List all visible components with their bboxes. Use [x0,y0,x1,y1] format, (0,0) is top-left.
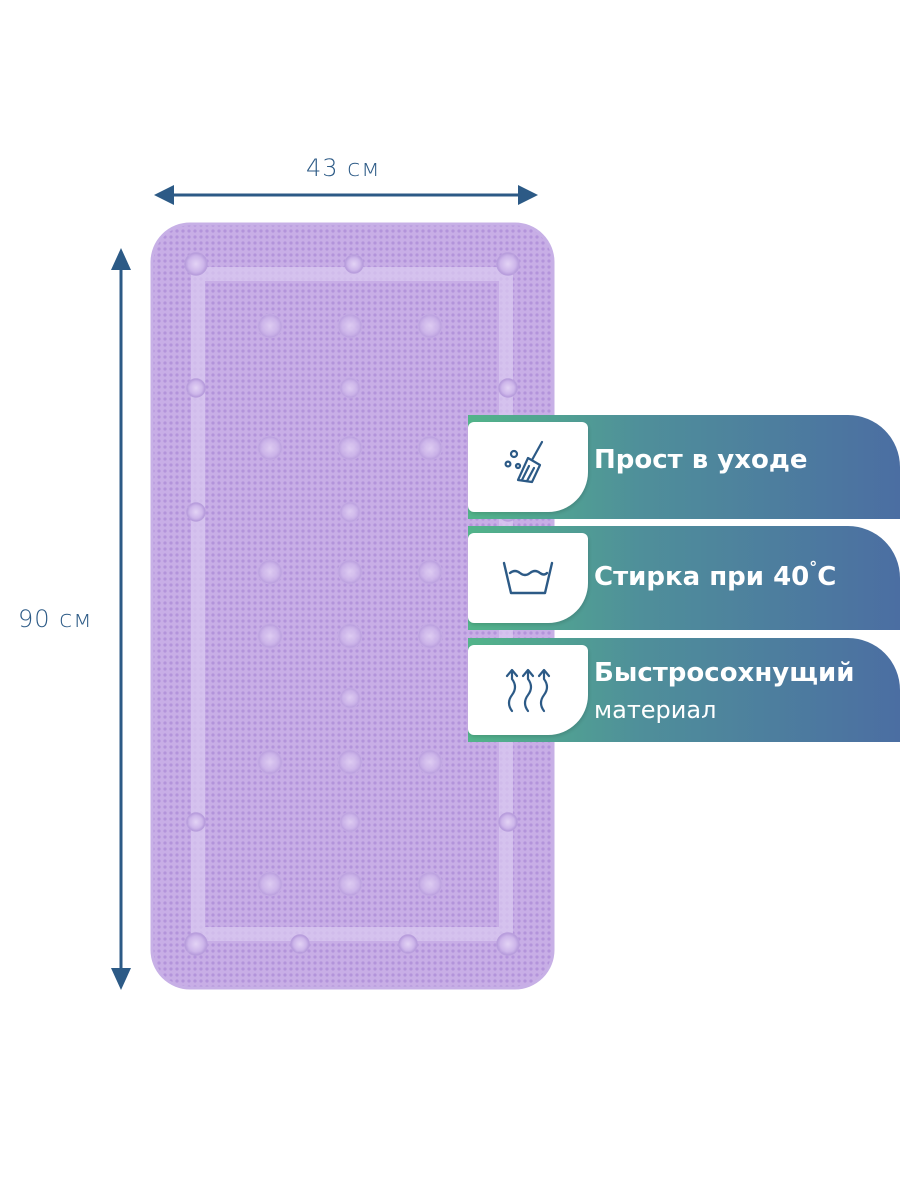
feature-banner-quick-dry: Быстросохнущий материал [468,638,900,742]
icon-card [468,533,588,623]
feature-label: Прост в уходе [594,445,808,475]
height-dimension-arrow [111,248,131,990]
icon-card [468,645,588,735]
icon-card [468,422,588,512]
width-dimension-arrow [154,185,538,205]
width-label: 43 см [306,154,381,182]
feature-sublabel: материал [594,696,717,724]
drying-waves-icon [505,668,551,713]
wash-tub-icon [502,561,554,595]
height-label: 90 см [18,605,93,633]
broom-icon [504,440,544,484]
feature-banner-washing: Стирка при 40°C [468,526,900,630]
feature-banner-easy-care: Прост в уходе [468,415,900,519]
feature-label: Быстросохнущий [594,658,855,688]
feature-label: Стирка при 40°C [594,558,837,592]
